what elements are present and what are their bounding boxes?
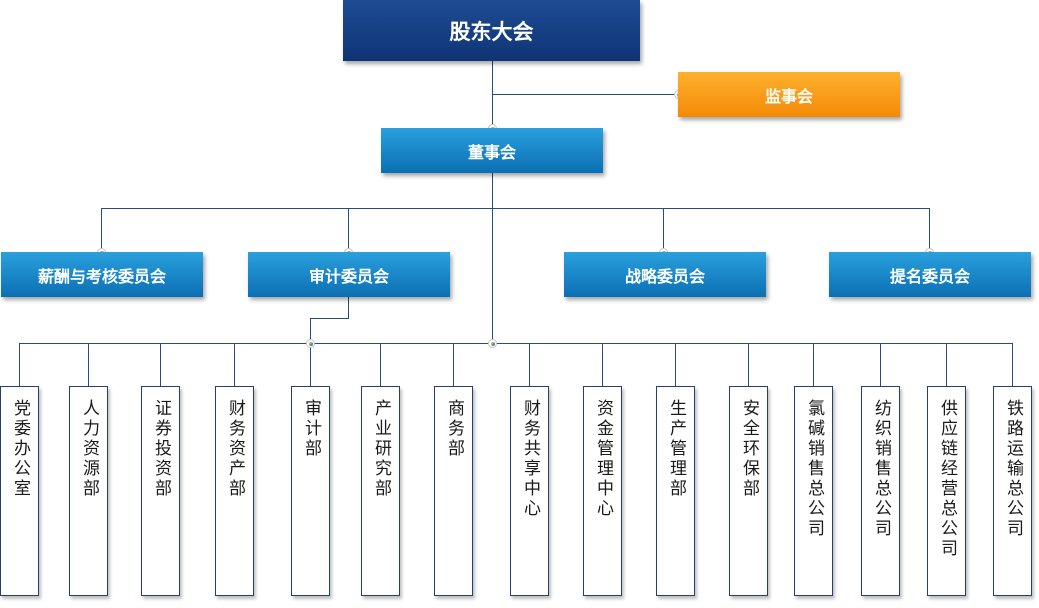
connector-line — [101, 208, 102, 252]
connector-line — [19, 343, 1012, 344]
connector-line — [310, 343, 311, 386]
department-box: 证券投资部 — [141, 386, 180, 596]
department-label: 党委办公室 — [10, 399, 30, 499]
department-label: 商务部 — [444, 399, 464, 459]
board-of-directors-box: 董事会 — [381, 128, 603, 173]
connector-line — [529, 343, 530, 386]
department-box: 铁路运输总公司 — [993, 386, 1032, 596]
department-box: 商务部 — [434, 386, 473, 596]
department-box: 人力资源部 — [69, 386, 108, 596]
department-label: 铁路运输总公司 — [1003, 399, 1023, 539]
connector-line — [748, 343, 749, 386]
connector-line — [492, 173, 493, 343]
department-box: 纺织销售总公司 — [861, 386, 900, 596]
department-label: 财务共享中心 — [520, 399, 540, 519]
connector-line — [19, 343, 20, 386]
department-label: 审计部 — [301, 399, 321, 459]
department-label: 人力资源部 — [79, 399, 99, 499]
connector-dot — [306, 339, 315, 348]
department-label: 生产管理部 — [666, 399, 686, 499]
connector-line — [492, 94, 678, 95]
connector-line — [348, 208, 349, 252]
connector-line — [929, 208, 930, 252]
connector-dot — [488, 339, 497, 348]
shareholders-meeting-box: 股东大会 — [343, 0, 640, 61]
connector-line — [310, 318, 349, 319]
connector-line — [348, 297, 349, 318]
department-box: 安全环保部 — [729, 386, 768, 596]
compensation-committee-box: 薪酬与考核委员会 — [1, 252, 203, 297]
department-box: 审计部 — [291, 386, 330, 596]
connector-line — [675, 343, 676, 386]
connector-line — [310, 318, 311, 343]
nomination-committee-box: 提名委员会 — [829, 252, 1031, 297]
department-box: 供应链经营总公司 — [927, 386, 966, 596]
department-box: 氯碱销售总公司 — [794, 386, 833, 596]
department-label: 产业研究部 — [371, 399, 391, 499]
strategy-committee-box: 战略委员会 — [564, 252, 766, 297]
department-label: 资金管理中心 — [593, 399, 613, 519]
connector-line — [1012, 343, 1013, 386]
department-box: 产业研究部 — [361, 386, 400, 596]
department-box: 生产管理部 — [656, 386, 695, 596]
audit-committee-box: 审计委员会 — [248, 252, 450, 297]
connector-line — [602, 343, 603, 386]
connector-line — [88, 343, 89, 386]
department-label: 供应链经营总公司 — [937, 399, 957, 559]
department-label: 安全环保部 — [739, 399, 759, 499]
department-box: 党委办公室 — [0, 386, 39, 596]
connector-line — [946, 343, 947, 386]
department-box: 资金管理中心 — [583, 386, 622, 596]
connector-line — [663, 208, 664, 252]
department-box: 财务共享中心 — [510, 386, 549, 596]
connector-line — [813, 343, 814, 386]
connector-line — [880, 343, 881, 386]
supervisory-board-box: 监事会 — [678, 72, 900, 117]
connector-line — [234, 343, 235, 386]
department-label: 证券投资部 — [151, 399, 171, 499]
connector-line — [380, 343, 381, 386]
department-label: 氯碱销售总公司 — [804, 399, 824, 539]
connector-line — [453, 343, 454, 386]
connector-line — [160, 343, 161, 386]
connector-line — [101, 208, 930, 209]
department-label: 财务资产部 — [225, 399, 245, 499]
department-box: 财务资产部 — [215, 386, 254, 596]
department-label: 纺织销售总公司 — [871, 399, 891, 539]
